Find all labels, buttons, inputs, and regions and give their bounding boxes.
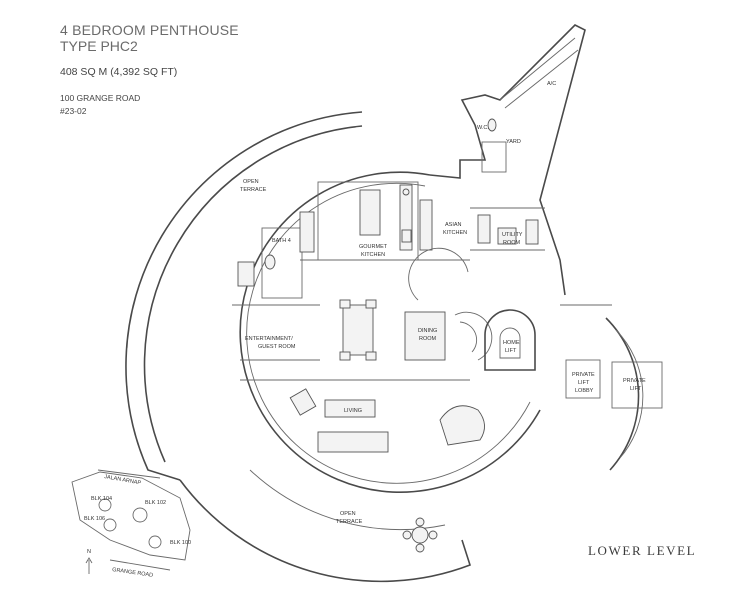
utility-sink <box>525 219 539 245</box>
label-private-lift-1: PRIVATE <box>623 378 646 384</box>
stair-curve <box>408 247 469 301</box>
label-open-terrace-bottom-1: OPEN <box>340 511 356 517</box>
outer-terrace-inner-wall <box>143 125 363 463</box>
terrace-chair <box>415 543 425 553</box>
site-boundary <box>71 471 191 561</box>
private-lift-shaft <box>611 361 663 409</box>
kitchen-island <box>359 189 381 236</box>
label-yard: YARD <box>506 139 521 145</box>
plan-type: TYPE PHC2 <box>60 38 138 54</box>
dining-chair <box>339 299 351 309</box>
site-block-100: BLK 100 <box>170 540 191 546</box>
site-block-102: BLK 102 <box>145 500 166 506</box>
apartment-main-wall <box>239 171 541 493</box>
site-road-top-label: JALAN ARNAP <box>104 474 142 486</box>
label-ac: A/C <box>547 81 556 87</box>
label-dining-2: ROOM <box>419 336 437 342</box>
washing-machine-icon <box>497 227 517 245</box>
terrace-chair <box>415 517 425 527</box>
address-street: 100 GRANGE ROAD <box>60 93 141 103</box>
home-lift-shaft <box>484 309 536 371</box>
label-open-terrace-top-1: OPEN <box>243 179 259 185</box>
label-home-lift-2: LIFT <box>505 348 517 354</box>
label-gourmet-kitchen-2: KITCHEN <box>361 252 385 258</box>
outer-terrace-wall <box>125 111 363 481</box>
armchair <box>289 388 317 416</box>
plan-area: 408 SQ M (4,392 SQ FT) <box>60 66 178 78</box>
spiral-stair <box>454 311 493 361</box>
private-lift-bay-inner <box>615 329 644 459</box>
terrace-chair <box>402 530 412 540</box>
label-asian-kitchen-2: KITCHEN <box>443 230 467 236</box>
site-block-106: BLK 106 <box>84 516 105 522</box>
label-entertainment-1: ENTERTAINMENT/ <box>245 336 293 342</box>
home-lift-car <box>499 327 521 359</box>
site-block-104: BLK 104 <box>91 496 112 502</box>
north-arrow-icon <box>85 557 93 574</box>
plan-title: 4 BEDROOM PENTHOUSE <box>60 22 239 38</box>
block-marker <box>132 507 148 523</box>
label-private-lift-2: LIFT <box>630 386 642 392</box>
hob-icon <box>402 188 410 196</box>
dining-chair <box>365 351 377 361</box>
terrace-chair <box>428 530 438 540</box>
label-home-lift-1: HOME <box>503 340 520 346</box>
grand-piano-icon <box>439 405 485 446</box>
label-lift-lobby-1: PRIVATE <box>572 372 595 378</box>
living-rug <box>324 399 376 418</box>
bath4-shower <box>237 261 255 287</box>
private-lift-lobby-box <box>565 359 601 399</box>
apartment-inner-wall <box>246 182 531 484</box>
living-sofa <box>317 431 389 453</box>
address-unit: #23-02 <box>60 106 87 116</box>
dining-chair <box>339 351 351 361</box>
label-utility-2: ROOM <box>503 240 521 246</box>
bottom-terrace-wall <box>179 479 471 583</box>
label-open-terrace-bottom-2: TERRACE <box>336 519 363 525</box>
north-label: N <box>87 549 91 555</box>
label-asian-kitchen-1: ASIAN <box>445 222 462 228</box>
site-road-bottom <box>109 559 171 571</box>
wc-room <box>481 141 507 173</box>
label-wc: W.C. <box>477 125 489 131</box>
site-road-bottom-label: GRANGE ROAD <box>112 567 154 579</box>
label-bath4: BATH 4 <box>272 238 291 244</box>
dining-chair <box>365 299 377 309</box>
level-label: LOWER LEVEL <box>588 543 697 558</box>
oven-icon <box>401 229 412 243</box>
bath4-toilet-icon <box>264 254 276 270</box>
bath4-vanity <box>299 211 315 253</box>
asian-kitchen-counter <box>419 199 433 251</box>
utility-counter <box>477 214 491 244</box>
wc-toilet-icon <box>487 118 497 132</box>
terrace-table <box>411 526 429 544</box>
label-living: LIVING <box>344 408 362 414</box>
site-key-map: JALAN ARNAP BLK 104 BLK 102 BLK 106 BLK … <box>71 469 191 579</box>
label-dining-1: DINING <box>418 328 437 334</box>
dining-room-block <box>404 311 446 361</box>
bath4-room <box>261 227 303 299</box>
label-lift-lobby-2: LIFT <box>578 380 590 386</box>
block-marker <box>103 518 117 532</box>
label-lift-lobby-3: LOBBY <box>575 388 594 394</box>
service-wing-wall <box>429 24 586 296</box>
label-gourmet-kitchen-1: GOURMET <box>359 244 388 250</box>
label-utility-1: UTILITY <box>502 232 523 238</box>
block-marker <box>98 498 112 512</box>
dining-table <box>342 304 374 356</box>
label-entertainment-2: GUEST ROOM <box>258 344 296 350</box>
label-open-terrace-top-2: TERRACE <box>240 187 267 193</box>
block-marker <box>148 535 162 549</box>
site-road-top <box>97 469 161 479</box>
private-lift-bay <box>605 317 640 471</box>
ac-ledge <box>499 37 579 109</box>
